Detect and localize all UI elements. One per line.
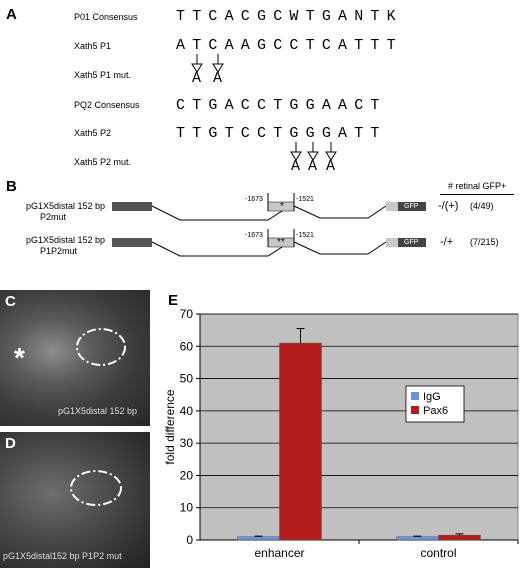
panel-d-letter: D: [5, 435, 16, 452]
fold-difference-chart: 0 10 20 30 40 50 60 70 enhancer control fold diffe…: [163, 307, 519, 560]
y-tick-label: 0: [186, 533, 193, 547]
y-tick-label: 50: [180, 372, 194, 386]
construct-2-count: (7/215): [470, 237, 499, 247]
construct-1-gfp: GFP: [404, 203, 419, 210]
panel-d-caption: pG1X5distal152 bp P1P2 mut: [3, 551, 122, 561]
xath5-p2-label: Xath5 P2: [74, 128, 112, 138]
construct-2-diagram: [112, 229, 426, 257]
panel-c-image: C * pG1X5distal 152 bp: [0, 290, 150, 426]
construct-1-mark: *: [280, 201, 284, 212]
construct-2-name: pG1X5distal 152 bp P1P2mut: [26, 235, 105, 257]
p2-mutation-arrows: [290, 142, 337, 161]
p1-mut-letter-1: A: [192, 70, 202, 87]
p2-mut-letter-3: A: [326, 158, 336, 175]
panel-c-letter: C: [5, 293, 16, 310]
header-rule: [440, 194, 514, 195]
bar-igg: [396, 536, 439, 541]
eye-region-outline: [70, 470, 122, 506]
xath5-p1-seq: ATCAAGCCTCATTT: [176, 37, 403, 54]
promoter-box: [112, 238, 152, 247]
xath5-p1-mut-label: Xath5 P1 mut.: [74, 70, 132, 80]
y-axis-label: fold difference: [163, 389, 177, 464]
reporter-box: [386, 238, 398, 247]
construct-1-right-coord: -1521: [296, 196, 314, 203]
construct-2-mark: **: [277, 237, 285, 248]
xath5-p1-label: Xath5 P1: [74, 41, 112, 51]
construct-1-count: (4/49): [470, 201, 494, 211]
pq2-consensus-label: PQ2 Consensus: [74, 100, 140, 110]
legend-swatch-pax6: [411, 406, 419, 414]
p01-consensus-label: P01 Consensus: [74, 12, 138, 22]
construct-2-result: -/+: [440, 236, 454, 248]
y-tick-label: 60: [180, 339, 194, 353]
panel-c-caption: pG1X5distal 152 bp: [58, 406, 138, 416]
construct-2-name-line2: P1P2mut: [40, 246, 78, 256]
x-tick-label: enhancer: [254, 546, 304, 560]
bar-igg: [237, 536, 280, 541]
construct-2-name-line1: pG1X5distal 152 bp: [26, 235, 106, 245]
p01-consensus-seq: TTCACGCWTGANTK: [176, 8, 403, 25]
p2-mut-letter-2: A: [308, 158, 318, 175]
mutation-arrow-icon: [191, 54, 203, 73]
p1-mutation-arrows: [191, 54, 224, 73]
gfp-box: [398, 202, 426, 211]
reporter-box: [386, 202, 398, 211]
construct-2-left-coord: -1673: [245, 232, 263, 239]
mutation-arrow-icon: [212, 54, 224, 73]
mutation-arrow-icon: [290, 142, 302, 161]
construct-2-right-coord: -1521: [296, 232, 314, 239]
y-tick-label: 30: [180, 436, 194, 450]
mutation-arrow-icon: [325, 142, 337, 161]
xath5-p2-seq: TTGTCCTGGGATT: [176, 125, 387, 142]
x-tick-label: control: [420, 546, 456, 560]
construct-1-diagram: [112, 193, 426, 221]
asterisk-marker: *: [14, 342, 25, 373]
panel-a-letter: A: [6, 6, 17, 23]
construct-2-gfp: GFP: [404, 239, 419, 246]
xath5-p2-mut-label: Xath5 P2 mut.: [74, 157, 132, 167]
panel-e-letter: E: [168, 292, 179, 309]
y-tick-label: 10: [180, 501, 194, 515]
retinal-gfp-header: # retinal GFP+: [448, 181, 507, 191]
bar-pax6: [438, 534, 481, 541]
y-tick-label: 20: [180, 468, 194, 482]
gfp-box: [398, 238, 426, 247]
legend-label-pax6: Pax6: [423, 405, 448, 417]
p1-mut-letter-2: A: [213, 70, 223, 87]
plot-area: [199, 313, 519, 541]
construct-1-left-coord: -1673: [245, 196, 263, 203]
construct-1-name: pG1X5distal 152 bp P2mut: [26, 201, 105, 223]
p2-mut-letter-1: A: [291, 158, 301, 175]
bar-pax6: [279, 342, 322, 541]
y-tick-label: 40: [180, 404, 194, 418]
legend-swatch-igg: [411, 392, 419, 400]
panel-d-image: D pG1X5distal152 bp P1P2 mut: [0, 432, 150, 568]
construct-1-name-line2: P2mut: [40, 212, 67, 222]
y-tick-label: 70: [180, 307, 194, 321]
legend-label-igg: IgG: [423, 391, 441, 403]
pq2-consensus-seq: CTGACCTGGAACT: [176, 97, 387, 114]
panel-b-letter: B: [6, 178, 17, 195]
construct-1-result: -/(+): [438, 200, 459, 212]
construct-1-name-line1: pG1X5distal 152 bp: [26, 201, 106, 211]
mutation-arrow-icon: [307, 142, 319, 161]
eye-region-outline: [76, 328, 126, 366]
promoter-box: [112, 202, 152, 211]
